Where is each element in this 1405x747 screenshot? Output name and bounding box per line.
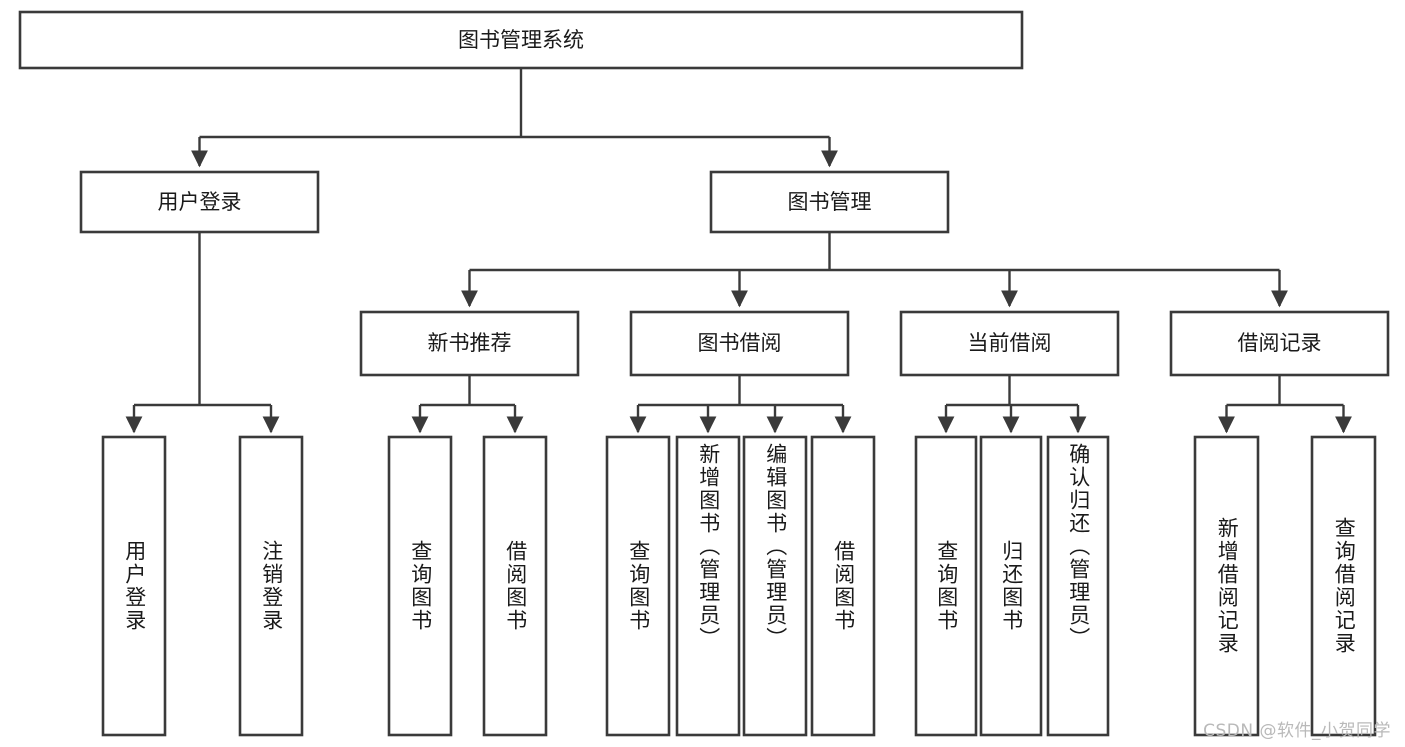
connector-borrow-record-to-leaves (1218, 375, 1352, 434)
node-borrow-record-rect[interactable] (1169, 310, 1390, 377)
node-book-manage[interactable]: 图书管理 (709, 170, 950, 234)
leaf-return-book-rect[interactable] (979, 435, 1043, 737)
leaf-boxes (101, 435, 1377, 737)
leaf-query-book-rec-rect[interactable] (387, 435, 453, 737)
connector-book-borrow-to-leaves (629, 375, 852, 434)
node-user-login-rect[interactable] (79, 170, 320, 234)
node-borrow-record[interactable]: 借阅记录 (1169, 310, 1390, 377)
leaf-borrow-book-b-rect[interactable] (810, 435, 876, 737)
node-current-borrow[interactable]: 当前借阅 (899, 310, 1120, 377)
node-borrow-record-label: 借阅记录 (1238, 331, 1322, 355)
connector-current-borrow-to-leaves (937, 375, 1087, 434)
leaf-edit-book-rect[interactable] (742, 435, 808, 737)
leaf-query-book-c-rect[interactable] (914, 435, 978, 737)
node-root[interactable]: 图书管理系统 (18, 10, 1024, 70)
node-current-borrow-rect[interactable] (899, 310, 1120, 377)
node-book-manage-label: 图书管理 (788, 190, 872, 214)
leaf-logout-rect[interactable] (238, 435, 304, 737)
node-book-borrow[interactable]: 图书借阅 (629, 310, 850, 377)
leaf-user-login-rect[interactable] (101, 435, 167, 737)
node-new-book-rec[interactable]: 新书推荐 (359, 310, 580, 377)
leaf-borrow-book-rec-rect[interactable] (482, 435, 548, 737)
node-new-book-rec-label: 新书推荐 (428, 331, 512, 355)
connector-user-login-to-leaves (125, 232, 280, 434)
connector-new-book-rec-to-leaves (411, 375, 524, 434)
node-user-login-label: 用户登录 (158, 190, 242, 214)
watermark-text: CSDN @软件_小贺同学 (1203, 721, 1391, 741)
leaf-confirm-return-rect[interactable] (1046, 435, 1110, 737)
leaf-add-record-rect[interactable] (1193, 435, 1260, 737)
node-book-borrow-label: 图书借阅 (698, 331, 782, 355)
node-new-book-rec-rect[interactable] (359, 310, 580, 377)
connector-book-manage-to-level2 (461, 232, 1288, 308)
connector-root-to-level1 (191, 68, 838, 168)
leaf-query-book-b-rect[interactable] (605, 435, 671, 737)
node-root-rect[interactable] (18, 10, 1024, 70)
node-book-borrow-rect[interactable] (629, 310, 850, 377)
leaf-add-book-rect[interactable] (675, 435, 741, 737)
node-book-manage-rect[interactable] (709, 170, 950, 234)
leaf-query-record-rect[interactable] (1310, 435, 1377, 737)
node-root-label: 图书管理系统 (458, 28, 584, 52)
node-user-login[interactable]: 用户登录 (79, 170, 320, 234)
node-current-borrow-label: 当前借阅 (968, 331, 1052, 355)
